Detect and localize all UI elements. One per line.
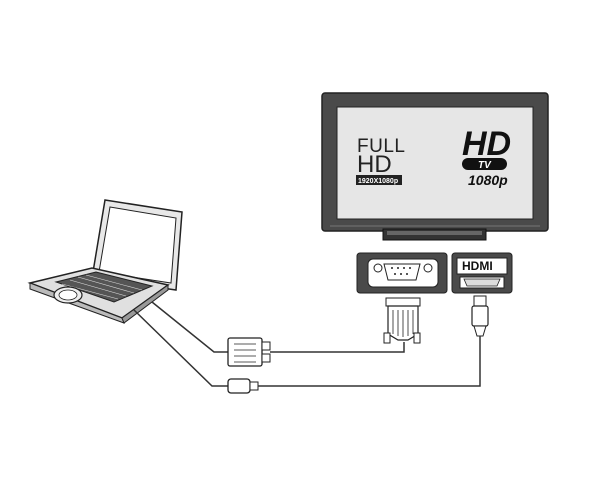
full-hd-hd: HD <box>357 151 392 178</box>
resolution-badge: 1920X1080p <box>358 178 398 185</box>
vga-cable-laptop-side <box>151 301 228 353</box>
hdmi-port-label: HDMI <box>462 259 493 273</box>
tv-badge: TV <box>478 160 492 171</box>
tv-badge-bg <box>462 158 507 170</box>
vga-connector-icon <box>383 297 421 344</box>
hdmi-port-icon: HDMI <box>451 252 513 294</box>
logo-resolution: 1080p <box>468 172 508 188</box>
vga-port-icon <box>356 252 448 294</box>
hdmi-cable-tv-side <box>258 336 481 387</box>
tv-icon: FULL HD 1920X1080p HD TV 1080p <box>321 92 549 241</box>
hdmi-cable-laptop-side <box>133 309 228 387</box>
laptop-icon <box>27 199 183 324</box>
hdmi-connector-icon <box>471 295 489 337</box>
full-hd-full: FULL <box>357 136 405 157</box>
vga-plug-icon <box>227 337 271 367</box>
vga-cable-tv-side <box>270 342 405 353</box>
resolution-badge-bg <box>356 175 402 185</box>
hd-logo: HD <box>462 125 511 163</box>
hdmi-plug-icon <box>227 378 259 394</box>
tv-stand <box>382 228 487 241</box>
